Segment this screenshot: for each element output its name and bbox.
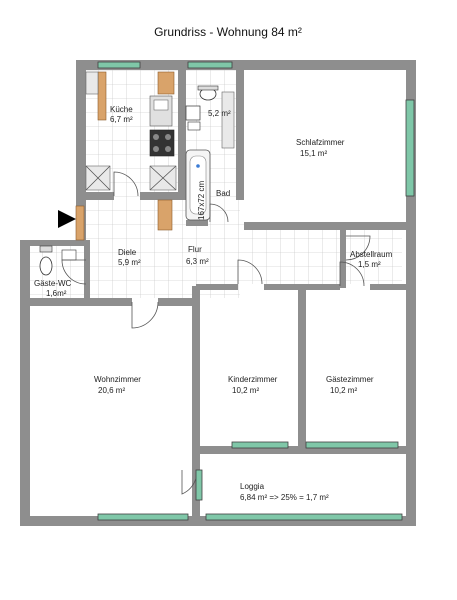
label-diele-area: 5,9 m² [118, 258, 141, 267]
label-gaeste-name: Gästezimmer [326, 375, 374, 384]
label-bad-name: Bad [216, 189, 230, 198]
label-kinder-area: 10,2 m² [232, 386, 259, 395]
label-abstell-name: Abstellraum [350, 250, 393, 259]
doors [61, 171, 371, 495]
label-flur-area: 6,3 m² [186, 257, 209, 266]
bathroom-fixtures [185, 85, 235, 221]
kitchen-appliances [85, 71, 177, 191]
label-gaeste-wc-name: Gäste-WC [34, 279, 72, 288]
label-kueche-name: Küche [110, 105, 133, 114]
bathtub-size: 167x72 cm [197, 181, 206, 220]
label-schlaf-name: Schlafzimmer [296, 138, 345, 147]
room-labels: Küche 6,7 m² 5,2 m² Schlafzimmer 15,1 m²… [34, 105, 393, 502]
label-loggia-name: Loggia [240, 482, 265, 491]
label-bad-small-area: 5,2 m² [208, 109, 231, 118]
label-abstell-area: 1,5 m² [358, 260, 381, 269]
windows [97, 61, 415, 521]
label-wohn-name: Wohnzimmer [94, 375, 141, 384]
kitchen-cabinets [75, 71, 175, 241]
label-wohn-area: 20,6 m² [98, 386, 125, 395]
plan-title: Grundriss - Wohnung 84 m² [154, 25, 302, 39]
label-diele-name: Diele [118, 248, 137, 257]
walls [20, 60, 416, 526]
label-kueche-area: 6,7 m² [110, 115, 133, 124]
label-schlaf-area: 15,1 m² [300, 149, 327, 158]
label-loggia-area: 6,84 m² => 25% = 1,7 m² [240, 493, 329, 502]
label-gaeste-wc-area: 1,6m² [46, 289, 67, 298]
entrance-arrow [58, 210, 76, 228]
label-gaeste-area: 10,2 m² [330, 386, 357, 395]
label-flur-name: Flur [188, 245, 202, 254]
label-kinder-name: Kinderzimmer [228, 375, 278, 384]
